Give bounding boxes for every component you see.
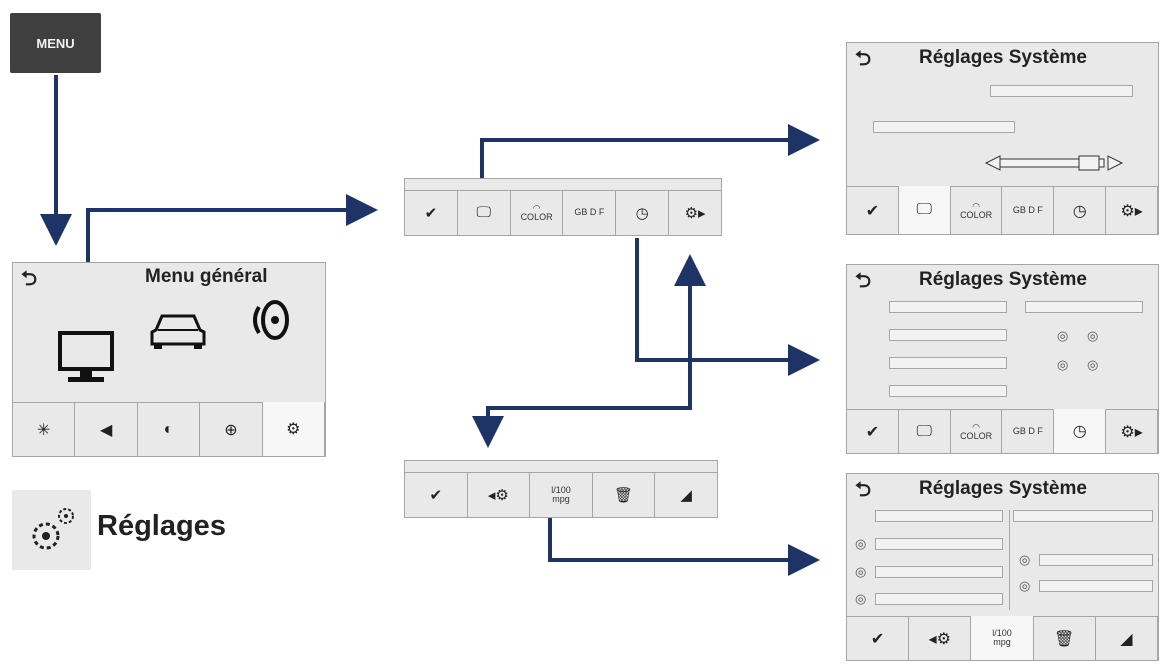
main-menu-panel: ⮌ Menu général ✳ ◀︎ ◐ ⊕ ⚙ (12, 262, 326, 457)
input-field[interactable] (1013, 510, 1153, 522)
back-icon[interactable]: ⮌ (855, 270, 872, 292)
settings-icon[interactable]: ⚙ (261, 402, 326, 456)
factory-icon[interactable]: ◢ (1094, 616, 1159, 660)
arrow-general-to-strip (86, 194, 378, 262)
radio-option[interactable]: ◎ (1057, 357, 1069, 372)
arrow-units-to-panel3 (548, 515, 820, 576)
check-icon[interactable]: ✔ (424, 204, 438, 222)
system-settings-panel-display: ⮌ Réglages Système ✔ 🖵 ◠COLOR GB D F ◷ ⚙… (846, 42, 1159, 235)
check-icon[interactable]: ✔ (429, 486, 443, 504)
input-field[interactable] (1039, 580, 1153, 592)
navigation-icon[interactable]: ◀︎ (74, 402, 138, 456)
display-icon[interactable]: 🖵 (897, 186, 951, 234)
language-text: GB D F (1012, 205, 1043, 215)
language-icon[interactable]: GB D F (1001, 186, 1055, 234)
panel-title: Réglages Système (919, 478, 1087, 499)
input-field[interactable] (889, 301, 1007, 313)
language-icon[interactable]: GB D F (562, 190, 615, 235)
color-text: COLOR (520, 211, 553, 222)
reset-icon[interactable]: 🗑 (1032, 616, 1096, 660)
radio-option[interactable]: ◎ (1087, 357, 1099, 372)
screen-icon[interactable] (58, 331, 118, 386)
advanced-settings-icon[interactable]: ⚙▸ (668, 190, 721, 235)
language-text: GB D F (574, 207, 605, 217)
advanced-settings-icon[interactable]: ⚙▸ (1105, 186, 1158, 234)
menu-button[interactable]: MENU (10, 13, 101, 73)
radio-option[interactable]: ◎ (855, 536, 867, 551)
units-bottom-text: mpg (993, 637, 1011, 647)
language-text: GB D F (1012, 426, 1043, 436)
input-field[interactable] (1025, 301, 1143, 313)
radio-option[interactable]: ◎ (1019, 552, 1031, 567)
bluetooth-phone-icon[interactable]: ✳ (13, 402, 76, 456)
input-field[interactable] (873, 121, 1015, 133)
color-icon[interactable]: ◠COLOR (949, 186, 1003, 234)
arrow-advanced-to-strip2 (472, 375, 692, 448)
page-title: Menu général (145, 266, 268, 287)
input-field[interactable] (889, 329, 1007, 341)
color-icon[interactable]: ◠COLOR (509, 190, 563, 235)
settings-legend-icon (12, 490, 91, 570)
speaker-icon[interactable] (245, 295, 295, 345)
back-settings-icon[interactable]: ◂⚙ (908, 616, 972, 660)
display-icon[interactable]: 🖵 (897, 409, 951, 453)
radio-option[interactable]: ◎ (855, 591, 867, 606)
date-time-icon[interactable]: ◷ (1053, 409, 1107, 453)
date-time-icon[interactable]: ◷ (1053, 186, 1107, 234)
date-time-icon[interactable]: ◷ (615, 190, 668, 235)
color-icon[interactable]: ◠COLOR (949, 409, 1003, 453)
units-top-text: l/100 (551, 484, 571, 495)
input-field[interactable] (875, 593, 1003, 605)
units-bottom-text: mpg (552, 493, 570, 504)
input-field[interactable] (889, 385, 1007, 397)
divider (1009, 510, 1010, 610)
input-field[interactable] (875, 566, 1003, 578)
radio-option[interactable]: ◎ (1087, 328, 1099, 343)
units-top-text: l/100 (992, 628, 1012, 638)
arrow-datetime-to-panel2 (635, 238, 820, 376)
advanced-settings-icon[interactable]: ⚙▸ (1105, 409, 1158, 453)
language-icon[interactable]: GB D F (1001, 409, 1055, 453)
media-icon[interactable]: ◐ (136, 402, 201, 456)
check-icon[interactable]: ✔ (847, 186, 899, 234)
radio-option[interactable]: ◎ (1019, 578, 1031, 593)
settings-label: Réglages (97, 510, 226, 542)
panel-title: Réglages Système (919, 47, 1087, 68)
input-field[interactable] (889, 357, 1007, 369)
panel-tabs: ✔ 🖵 ◠COLOR GB D F ◷ ⚙▸ (847, 186, 1158, 234)
panel-title: Réglages Système (919, 269, 1087, 290)
input-field[interactable] (990, 85, 1133, 97)
color-text: COLOR (960, 209, 993, 220)
back-icon[interactable]: ⮌ (855, 479, 872, 501)
back-icon[interactable]: ⮌ (21, 268, 38, 290)
back-icon[interactable]: ⮌ (855, 48, 872, 70)
slider[interactable] (984, 155, 1124, 171)
factory-icon[interactable]: ◢ (654, 472, 717, 517)
strip-header (405, 461, 717, 473)
car-icon[interactable] (148, 308, 208, 350)
radio-option[interactable]: ◎ (855, 564, 867, 579)
globe-icon[interactable]: ⊕ (199, 402, 263, 456)
settings-tab-strip: ✔ 🖵 ◠COLOR GB D F ◷ ⚙▸ (404, 178, 722, 236)
main-menu-tabs: ✳ ◀︎ ◐ ⊕ ⚙ (13, 402, 326, 456)
reset-icon[interactable]: 🗑 (591, 472, 655, 517)
display-icon[interactable]: 🖵 (456, 190, 510, 235)
check-icon[interactable]: ✔ (847, 616, 910, 660)
back-settings-icon[interactable]: ◂⚙ (466, 472, 530, 517)
panel-tabs: ✔ 🖵 ◠COLOR GB D F ◷ ⚙▸ (847, 409, 1158, 453)
input-field[interactable] (1039, 554, 1153, 566)
arrow-display-to-panel1 (480, 124, 820, 178)
input-field[interactable] (875, 538, 1003, 550)
color-text: COLOR (960, 430, 993, 441)
input-field[interactable] (875, 510, 1003, 522)
check-icon[interactable]: ✔ (847, 409, 899, 453)
system-settings-panel-datetime: ⮌ Réglages Système ◎ ◎ ◎ ◎ ✔ 🖵 ◠COLOR GB… (846, 264, 1159, 454)
radio-option[interactable]: ◎ (1057, 328, 1069, 343)
